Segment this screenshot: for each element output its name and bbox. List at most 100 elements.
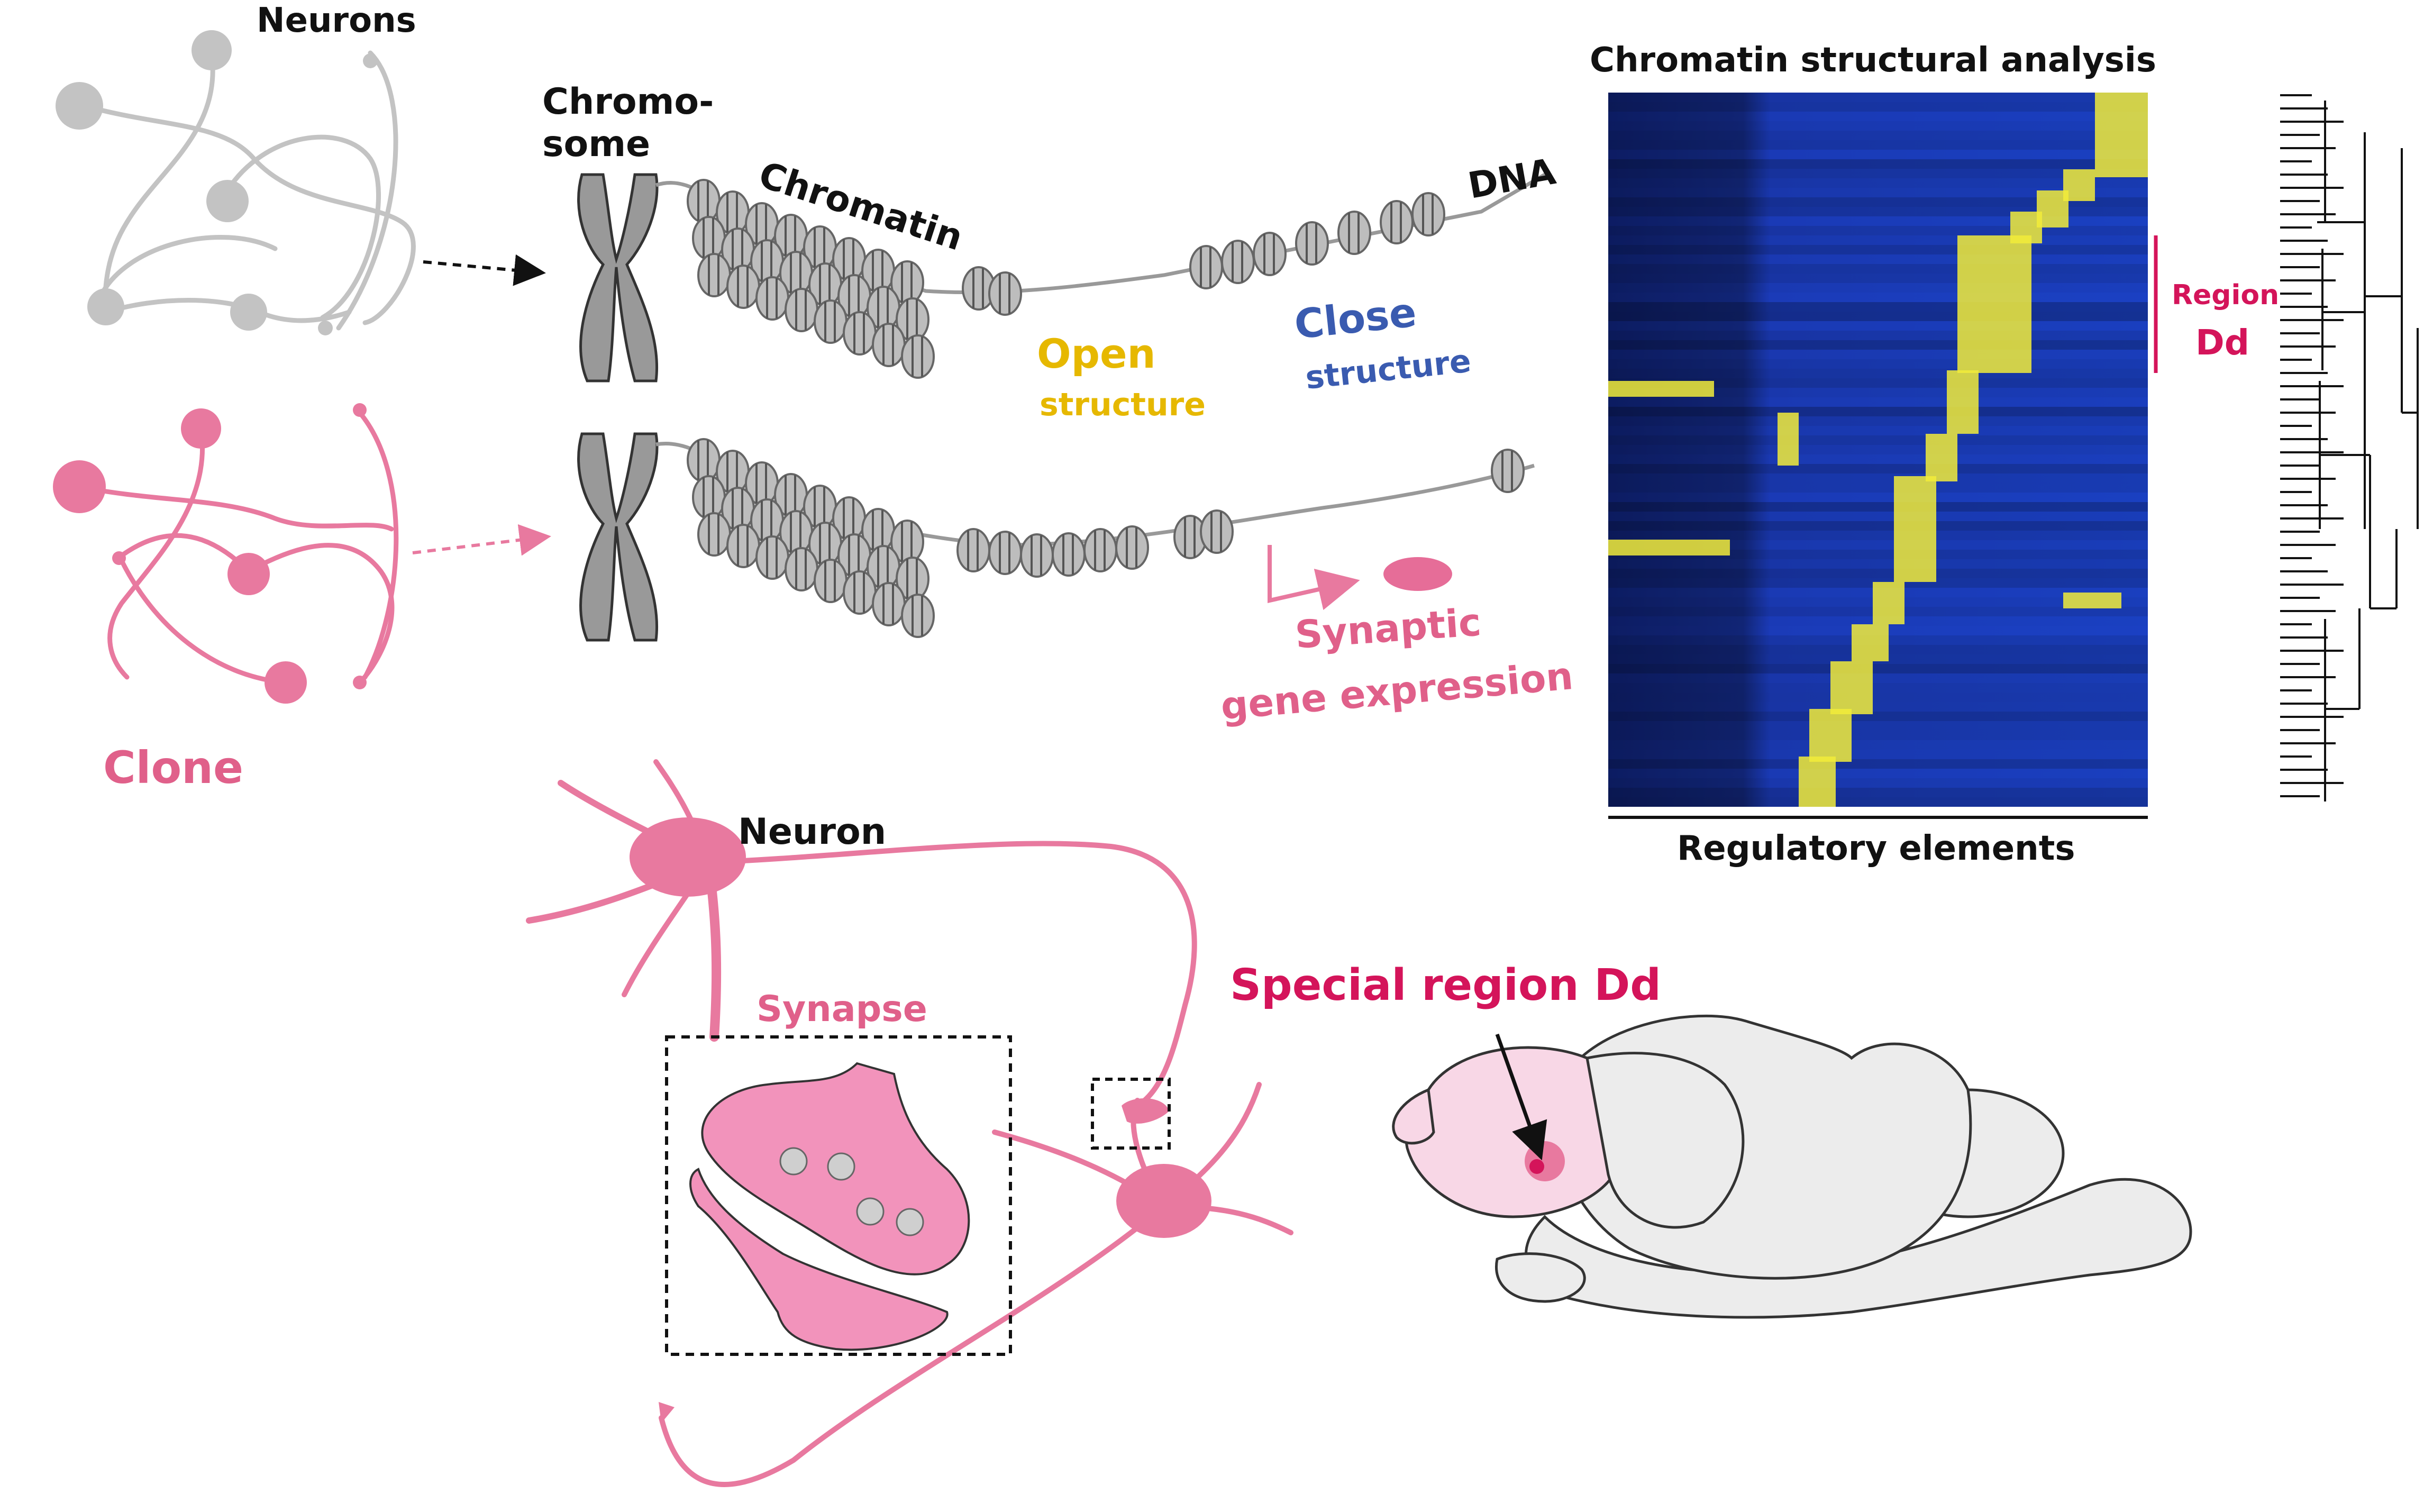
nucleosome-body — [901, 334, 935, 379]
nucleosome — [779, 251, 813, 295]
synaptic-vesicle-2 — [827, 1152, 855, 1181]
heatmap-row-shade — [1608, 702, 2148, 712]
heatmap-row-shade — [1608, 331, 2148, 340]
brain-illustration — [1392, 1014, 2192, 1319]
gray-dashed-arrow — [423, 254, 546, 286]
heatmap-cluster-block — [1799, 757, 1836, 807]
nucleosome — [697, 253, 731, 297]
optic-nerve — [1495, 1252, 1586, 1303]
heatmap-row-shade — [1608, 312, 2148, 321]
heatmap-row-shade — [1608, 540, 2148, 550]
pink-neuron-somas — [53, 403, 367, 704]
heatmap-row-shade — [1608, 493, 2148, 502]
heatmap-row-shade — [1608, 245, 2148, 254]
heatmap-row-shade — [1608, 293, 2148, 302]
nucleosome-body — [697, 253, 731, 297]
heatmap-cluster-block — [1926, 434, 1957, 481]
heatmap-cluster-block — [1608, 540, 1730, 555]
label-region: Region — [2172, 279, 2279, 311]
nucleosome — [843, 311, 877, 356]
nucleosome — [785, 547, 818, 591]
nucleosome — [687, 179, 721, 223]
heatmap-cluster-block — [1873, 582, 1904, 624]
nucleosome — [1491, 449, 1525, 493]
heatmap-row-shade — [1608, 464, 2148, 473]
nucleosome-body — [814, 559, 848, 603]
heatmap-row-shade — [1608, 274, 2148, 283]
axon-end — [659, 1402, 675, 1423]
nucleosome — [1020, 533, 1054, 578]
heatmap-row-shade — [1608, 788, 2148, 797]
pink-neurons-group — [77, 410, 399, 685]
heatmap-title: Chromatin structural analysis — [1590, 41, 2156, 80]
nucleosome-body — [1295, 221, 1329, 266]
nucleosome-body — [1253, 232, 1287, 276]
nucleosome-body — [785, 288, 818, 332]
nucleosome-body — [1411, 192, 1445, 236]
heatmap-row-shade — [1608, 712, 2148, 721]
nucleosome — [1221, 240, 1255, 284]
heatmap-row-shade — [1608, 397, 2148, 407]
label-neuron: Neuron — [738, 811, 886, 853]
label-synaptic-2: gene expression — [1219, 653, 1575, 728]
nucleosome-body — [755, 535, 789, 580]
label-clone: Clone — [103, 742, 243, 794]
nucleosome-body — [1052, 532, 1086, 577]
nucleosome — [755, 535, 789, 580]
heatmap-row-shade — [1608, 235, 2148, 245]
heatmap-row-shade — [1608, 740, 2148, 750]
heatmap-row-shade — [1608, 93, 2148, 102]
label-chromosome-1: Chromo- — [542, 81, 714, 123]
heatmap-row-shade — [1608, 454, 2148, 464]
synapse-illustration — [689, 1062, 970, 1351]
nucleosome-body — [1221, 240, 1255, 284]
heatmap-row-shade — [1608, 435, 2148, 445]
heatmap-cluster-block — [2063, 593, 2121, 608]
nucleosome-body — [1115, 525, 1149, 570]
heatmap-row-shade — [1608, 359, 2148, 369]
label-dna: DNA — [1465, 151, 1559, 207]
nucleosome — [1083, 528, 1117, 572]
label-region-dd: Dd — [2195, 322, 2249, 363]
nucleosome — [890, 520, 924, 564]
nucleosome-body — [726, 524, 760, 568]
nucleosome — [988, 531, 1022, 575]
label-chromosome-2: some — [542, 123, 650, 165]
label-special-region: Special region Dd — [1230, 960, 1661, 1010]
nucleosome — [861, 508, 895, 552]
nucleosome — [692, 475, 726, 520]
heatmap-row-shade — [1608, 254, 2148, 264]
heatmap-row-shade — [1608, 169, 2148, 178]
pink-dashed-arrow — [412, 524, 551, 556]
nucleosome — [814, 299, 848, 344]
nucleosome — [901, 594, 935, 638]
heatmap-row-shade — [1608, 521, 2148, 531]
nucleosome — [1411, 192, 1445, 236]
nucleosome-body — [956, 528, 990, 572]
chromatin-fiber-bottom — [655, 438, 1535, 638]
nucleosome — [872, 582, 906, 626]
nucleosome — [1295, 221, 1329, 266]
nucleosome-body — [1491, 449, 1525, 493]
heatmap-cluster-block — [2095, 93, 2148, 177]
synapse-source-box — [1091, 1078, 1171, 1150]
label-synapse: Synapse — [757, 988, 927, 1030]
heatmap-cluster-block — [1957, 235, 2031, 373]
heatmap-row-shade — [1608, 750, 2148, 759]
nucleosome — [901, 334, 935, 379]
heatmap-cluster-block — [1852, 624, 1889, 661]
chromosome-bottom — [577, 432, 659, 642]
nucleosome-body — [872, 582, 906, 626]
nucleosome-body — [1083, 528, 1117, 572]
nucleosome-body — [843, 570, 877, 615]
heatmap-row-shade — [1608, 188, 2148, 197]
heatmap-row-shade — [1608, 264, 2148, 274]
nucleosome-body — [988, 271, 1022, 316]
heatmap-row-shade — [1608, 369, 2148, 378]
heatmap — [1608, 93, 2148, 807]
heatmap-cluster-block — [1947, 370, 1979, 434]
label-synaptic-1: Synaptic — [1293, 600, 1482, 657]
nucleosome — [988, 271, 1022, 316]
heatmap-row-shade — [1608, 178, 2148, 188]
